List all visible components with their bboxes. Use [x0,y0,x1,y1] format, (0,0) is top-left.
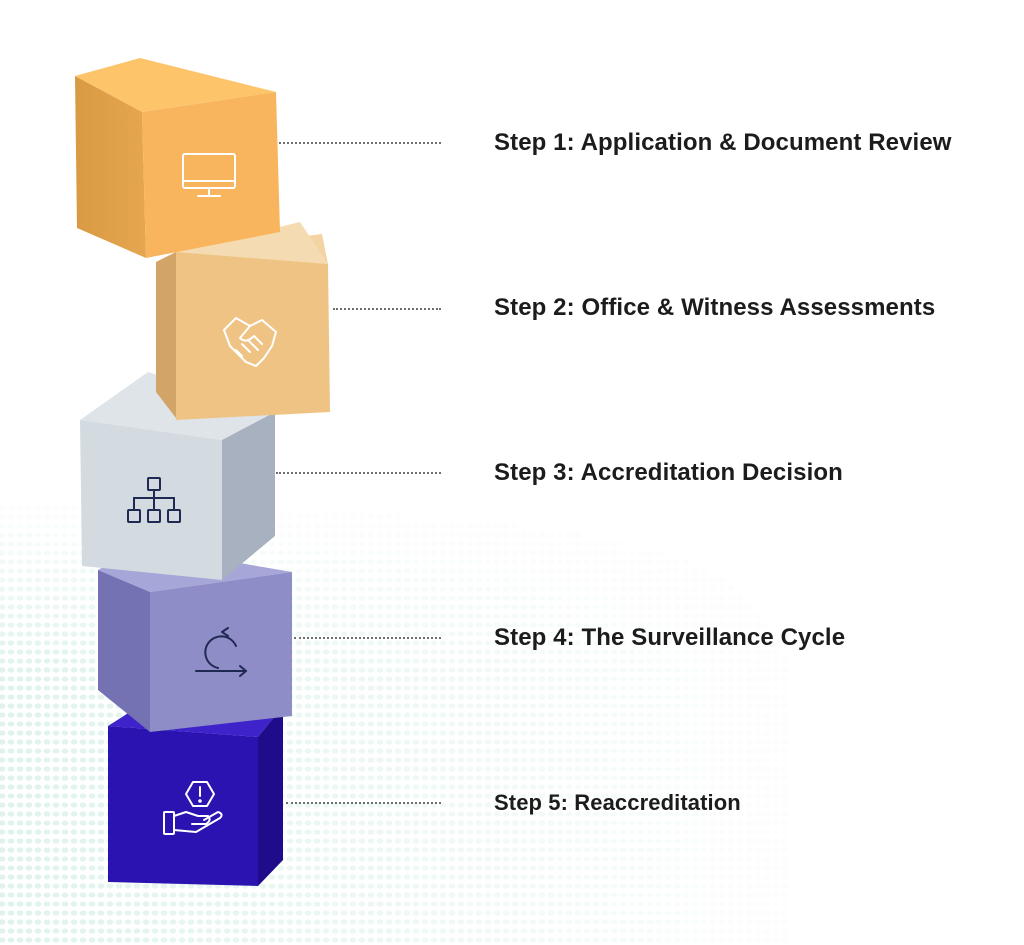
step-4-label: Step 4: The Surveillance Cycle [494,624,846,651]
step-2-label: Step 2: Office & Witness Assessments [494,294,936,321]
cube-step-1 [75,58,280,258]
step-3-label: Step 3: Accreditation Decision [494,459,843,486]
cycle-icon [195,627,247,677]
step-5-label: Step 5: Reaccreditation [494,790,741,815]
connector-step-3 [276,472,441,474]
handshake-icon [223,317,277,367]
hierarchy-icon [127,477,181,523]
connector-step-2 [333,308,441,310]
monitor-icon [182,153,236,197]
connector-step-4 [294,637,441,639]
step-1-label: Step 1: Application & Document Review [494,129,952,156]
connector-step-1 [279,142,441,144]
cube-step-5 [108,706,283,886]
hand-alert-icon [163,781,223,835]
connector-step-5 [286,802,441,804]
